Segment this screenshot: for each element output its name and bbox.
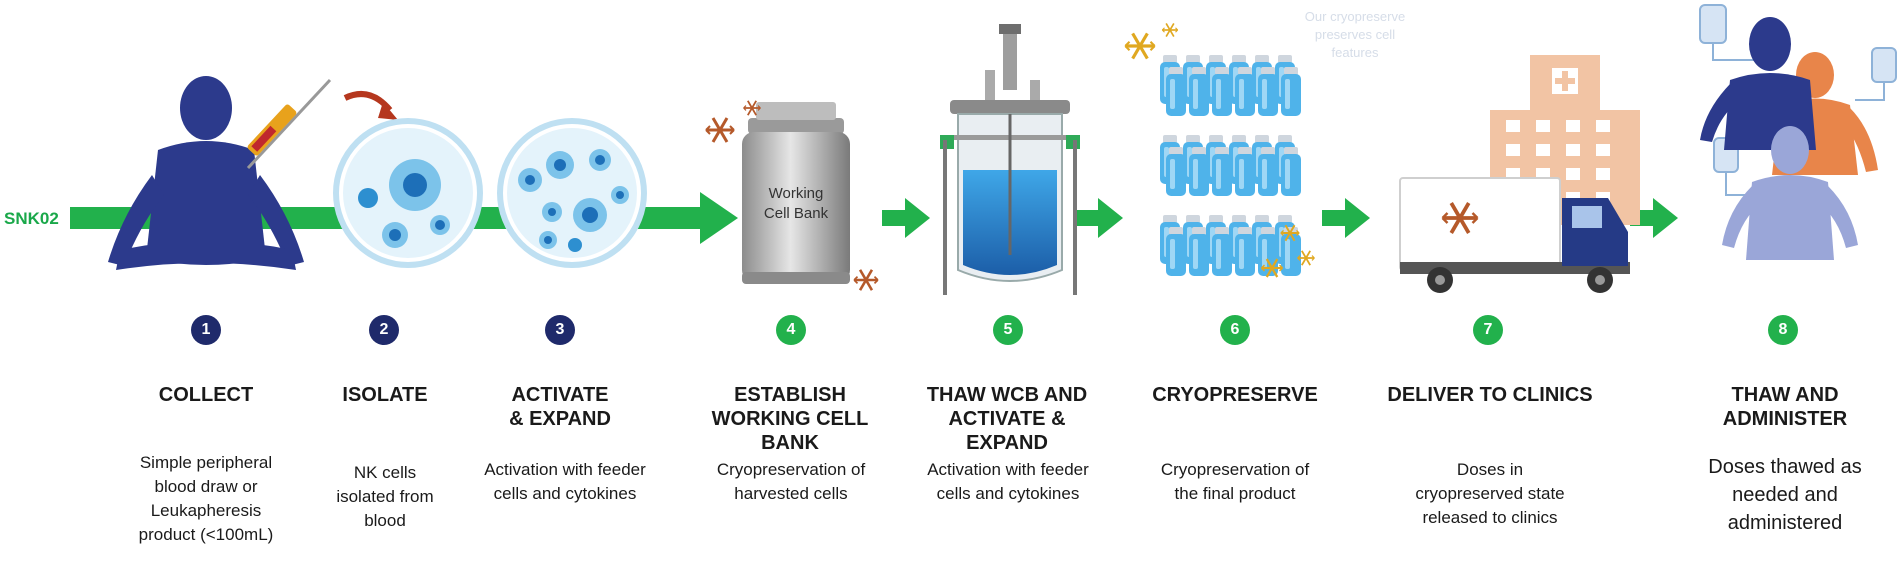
delivery-truck-icon [1399, 177, 1630, 293]
hospital-window [1596, 168, 1610, 180]
step-8-badge: 8 [1768, 315, 1798, 345]
source-label: SNK02 [4, 209, 59, 228]
flow-arrow-6-7 [1322, 198, 1370, 238]
step-3-badge: 3 [545, 315, 575, 345]
hospital-window [1536, 120, 1550, 132]
hospital-window [1506, 120, 1520, 132]
step-6-badge: 6 [1220, 315, 1250, 345]
flow-arrow-7-8 [1630, 198, 1678, 238]
step-4-badge: 4 [776, 315, 806, 345]
faint-caption: Our cryopreserve preserves cell features [1304, 9, 1406, 60]
syringe-icon [246, 78, 332, 170]
step-1-badge: 1 [191, 315, 221, 345]
tank-label-line1: Working [769, 185, 824, 202]
hospital-window [1596, 120, 1610, 132]
curved-arrowhead-icon [378, 102, 398, 120]
step-2-title: ISOLATE [342, 384, 428, 406]
working-cell-bank-tank-icon: Working Cell Bank [742, 102, 850, 284]
hospital-window [1566, 144, 1580, 156]
cryopreserved-vials-icon [1160, 55, 1301, 276]
isolate-cells-dish-icon [333, 118, 483, 268]
bioreactor-icon [940, 24, 1080, 295]
step-2-badge: 2 [369, 315, 399, 345]
step-7-badge: 7 [1473, 315, 1503, 345]
flow-arrow-4-5 [882, 198, 930, 238]
step-7-title: DELIVER TO CLINICS [1387, 384, 1593, 406]
patient-lavender-icon [1722, 126, 1858, 260]
patient-figure-icon [108, 76, 304, 270]
flow-arrow-5-6 [1075, 198, 1123, 238]
step-5-badge: 5 [993, 315, 1023, 345]
tank-label-line2: Cell Bank [764, 205, 829, 222]
step-1-title: COLLECT [158, 384, 254, 406]
step-3-title: ACTIVATE& EXPAND [509, 384, 611, 430]
hospital-window [1506, 144, 1520, 156]
step-6-title: CRYOPRESERVE [1152, 384, 1318, 406]
hospital-window [1536, 144, 1550, 156]
hospital-window [1566, 120, 1580, 132]
hospital-window [1596, 144, 1610, 156]
activate-cells-dish-icon [497, 118, 647, 268]
main-flow-arrowhead [700, 192, 738, 244]
hospital-window [1566, 168, 1580, 180]
